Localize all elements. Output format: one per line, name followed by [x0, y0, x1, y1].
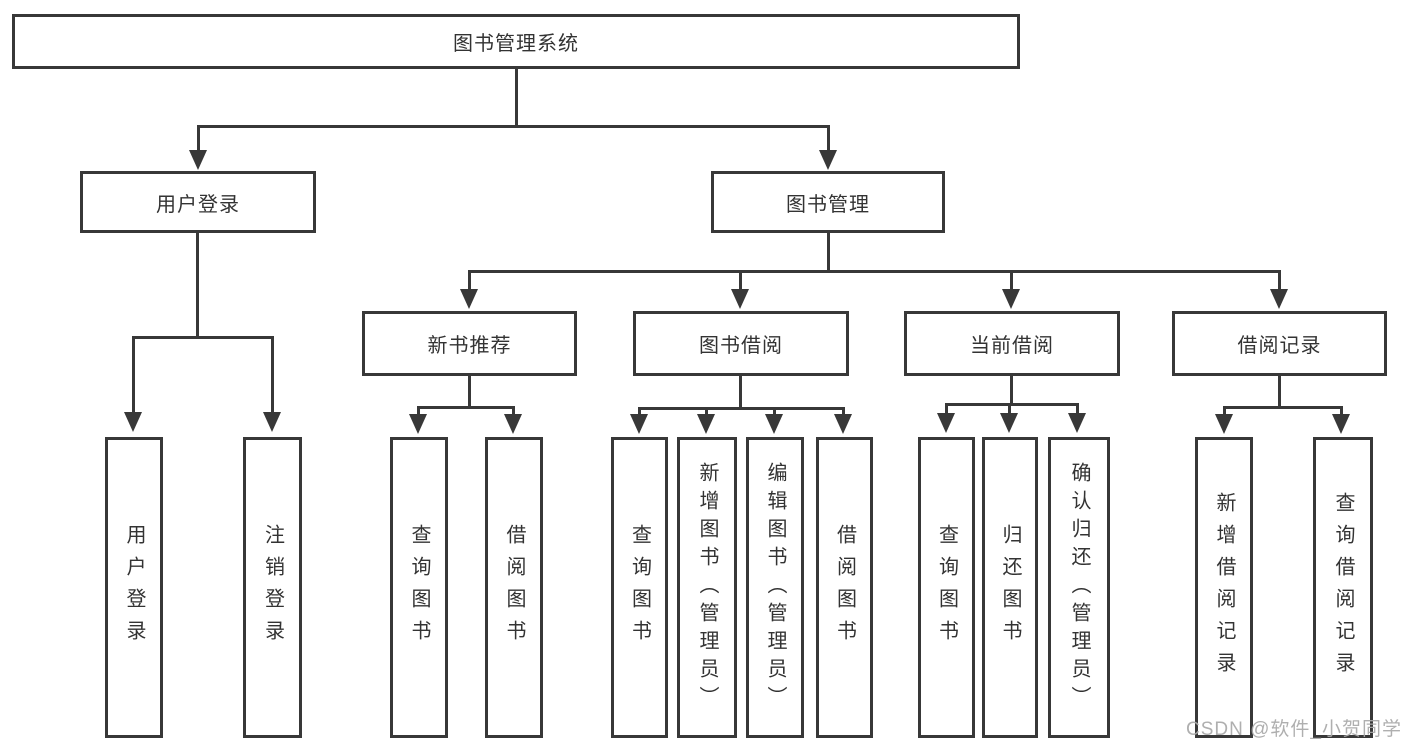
leaf-label: 新增借阅记录	[1213, 491, 1235, 684]
connector-line	[1278, 376, 1281, 406]
leaf-query-books-recommend: 查询图书	[390, 437, 448, 738]
node-current-borrowing: 当前借阅	[904, 311, 1120, 376]
arrowhead-down-icon	[1270, 289, 1288, 309]
connector-line	[418, 406, 514, 409]
connector-line	[739, 270, 742, 292]
leaf-label: 查询借阅记录	[1332, 491, 1354, 684]
connector-line	[468, 270, 471, 292]
leaf-label: 用户登录	[123, 523, 145, 652]
connector-line	[197, 125, 830, 128]
connector-line	[1340, 406, 1343, 416]
leaf-label: 查询图书	[935, 523, 958, 652]
leaf-borrow-books: 借阅图书	[816, 437, 873, 738]
leaf-label: 确认归还（管理员）	[1068, 461, 1090, 714]
node-user-login: 用户登录	[80, 171, 316, 233]
connector-line	[468, 270, 1281, 273]
arrowhead-down-icon	[1068, 413, 1086, 433]
connector-line	[468, 376, 471, 406]
connector-line	[827, 233, 830, 270]
leaf-query-books-borrowing: 查询图书	[611, 437, 668, 738]
connector-line	[271, 336, 274, 413]
connector-line	[638, 407, 845, 410]
connector-line	[1278, 270, 1281, 292]
node-new-book-recommend: 新书推荐	[362, 311, 577, 376]
arrowhead-down-icon	[937, 413, 955, 433]
arrowhead-down-icon	[189, 150, 207, 170]
connector-line	[638, 407, 641, 416]
arrowhead-down-icon	[765, 414, 783, 434]
arrowhead-down-icon	[1000, 413, 1018, 433]
leaf-label: 借阅图书	[503, 523, 525, 652]
leaf-label: 新增图书（管理员）	[696, 461, 718, 714]
arrowhead-down-icon	[1002, 289, 1020, 309]
arrowhead-down-icon	[409, 414, 427, 434]
arrowhead-down-icon	[263, 412, 281, 432]
arrowhead-down-icon	[460, 289, 478, 309]
arrowhead-down-icon	[731, 289, 749, 309]
leaf-confirm-return-admin: 确认归还（管理员）	[1048, 437, 1110, 738]
connector-line	[773, 407, 776, 416]
node-label: 用户登录	[156, 193, 240, 216]
leaf-label: 查询图书	[628, 523, 651, 652]
connector-line	[1010, 376, 1013, 403]
connector-line	[132, 336, 135, 413]
node-label: 当前借阅	[970, 335, 1054, 357]
leaf-add-books-admin: 新增图书（管理员）	[677, 437, 737, 738]
connector-line	[945, 403, 1079, 406]
leaf-edit-books-admin: 编辑图书（管理员）	[746, 437, 804, 738]
leaf-label: 注销登录	[261, 523, 284, 652]
leaf-return-books: 归还图书	[982, 437, 1038, 738]
connector-line	[1008, 403, 1011, 414]
leaf-label: 归还图书	[999, 523, 1021, 652]
connector-line	[705, 407, 708, 416]
arrowhead-down-icon	[630, 414, 648, 434]
node-library-system: 图书管理系统	[12, 14, 1020, 69]
node-borrow-records: 借阅记录	[1172, 311, 1387, 376]
arrowhead-down-icon	[697, 414, 715, 434]
leaf-logout: 注销登录	[243, 437, 302, 738]
connector-line	[739, 376, 742, 407]
leaf-query-books-current: 查询图书	[918, 437, 975, 738]
connector-line	[417, 406, 420, 416]
connector-line	[1076, 403, 1079, 414]
node-label: 图书借阅	[699, 335, 783, 357]
connector-line	[197, 125, 200, 152]
connector-line	[133, 336, 274, 339]
connector-line	[842, 407, 845, 416]
arrowhead-down-icon	[1332, 414, 1350, 434]
csdn-watermark: CSDN @软件_小贺同学	[1186, 719, 1402, 740]
arrowhead-down-icon	[819, 150, 837, 170]
leaf-query-borrow-record: 查询借阅记录	[1313, 437, 1373, 738]
connector-line	[827, 125, 830, 152]
connector-line	[512, 406, 515, 416]
leaf-user-login: 用户登录	[105, 437, 163, 738]
node-label: 图书管理系统	[453, 33, 579, 55]
leaf-label: 编辑图书（管理员）	[764, 461, 786, 714]
leaf-add-borrow-record: 新增借阅记录	[1195, 437, 1253, 738]
leaf-borrow-books-recommend: 借阅图书	[485, 437, 543, 738]
connector-line	[1223, 406, 1343, 409]
arrowhead-down-icon	[124, 412, 142, 432]
arrowhead-down-icon	[834, 414, 852, 434]
leaf-label: 查询图书	[408, 523, 430, 652]
arrowhead-down-icon	[504, 414, 522, 434]
connector-line	[1223, 406, 1226, 416]
connector-line	[515, 69, 518, 125]
node-label: 图书管理	[786, 193, 870, 216]
leaf-label: 借阅图书	[833, 523, 856, 652]
connector-line	[196, 233, 199, 336]
connector-line	[1010, 270, 1013, 292]
arrowhead-down-icon	[1215, 414, 1233, 434]
node-book-management: 图书管理	[711, 171, 945, 233]
node-book-borrowing: 图书借阅	[633, 311, 849, 376]
connector-line	[945, 403, 948, 414]
node-label: 借阅记录	[1237, 335, 1322, 357]
node-label: 新书推荐	[427, 335, 512, 357]
